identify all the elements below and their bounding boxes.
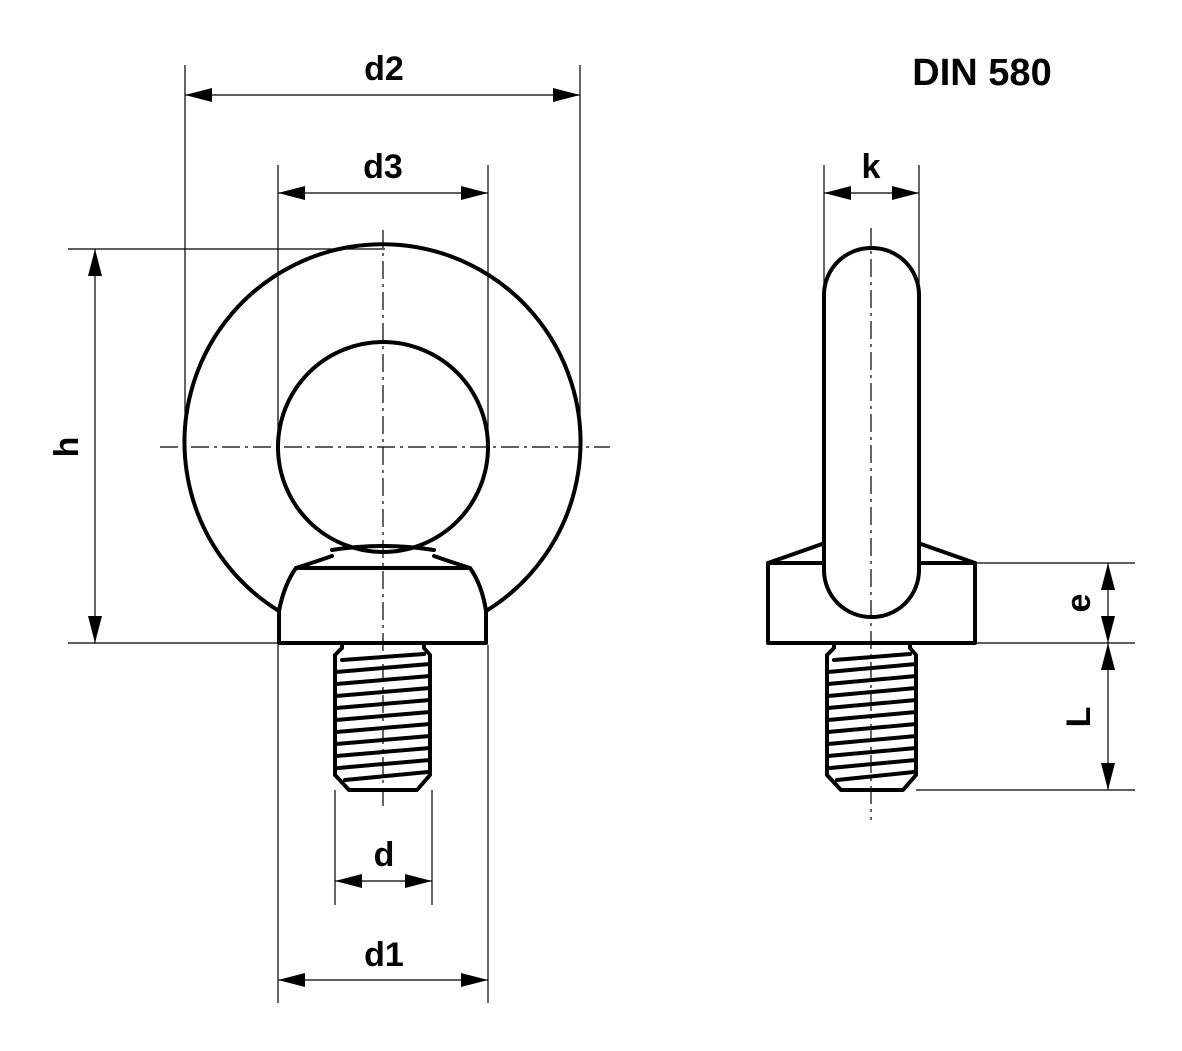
label-e: e: [1060, 594, 1098, 613]
dimension-k: k: [823, 148, 920, 290]
dimension-h: h: [48, 248, 385, 644]
dimension-e: e: [975, 562, 1135, 644]
standard-title: DIN 580: [912, 52, 1051, 94]
label-d2: d2: [364, 50, 404, 88]
dimension-d2: d2: [184, 50, 581, 447]
front-view: [160, 230, 610, 810]
label-k: k: [862, 148, 881, 186]
dimension-L: L: [916, 643, 1135, 791]
side-view: [766, 228, 977, 820]
dimension-d1: d1: [277, 645, 489, 1003]
label-d3: d3: [363, 148, 403, 186]
label-d1: d1: [364, 936, 404, 974]
label-h: h: [48, 437, 86, 458]
dimension-d: d: [334, 790, 433, 905]
label-d: d: [374, 836, 395, 874]
label-L: L: [1060, 707, 1098, 728]
dimension-d3: d3: [277, 148, 489, 447]
